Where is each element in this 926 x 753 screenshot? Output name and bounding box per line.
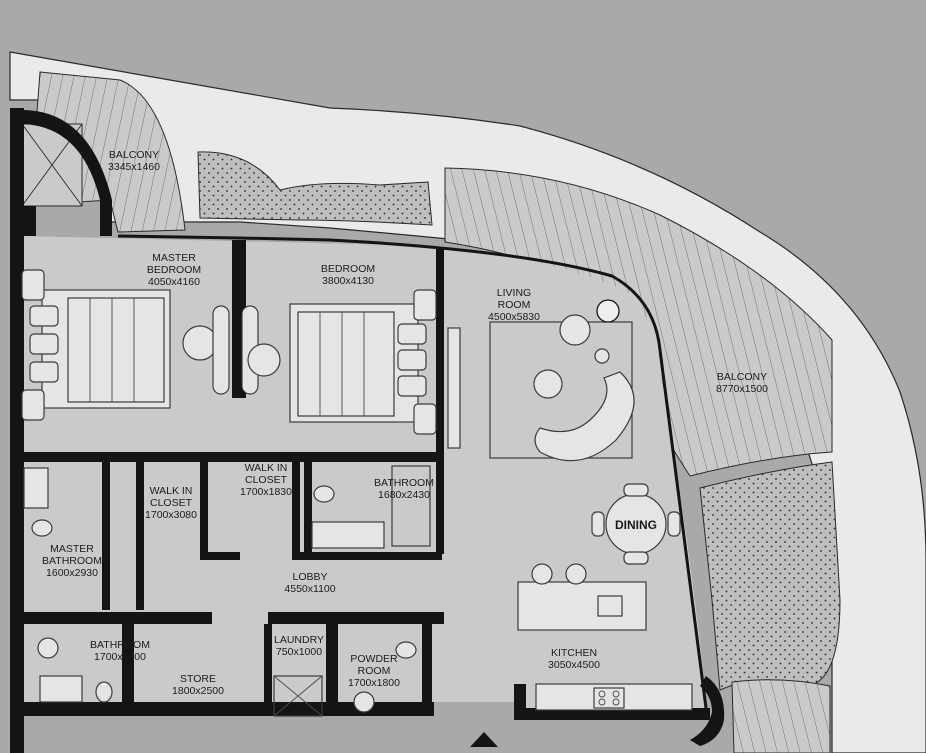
- dining-name: DINING: [615, 518, 657, 532]
- tv-unit: [447, 327, 461, 449]
- kitchen-size: 3050x4500: [548, 659, 600, 671]
- circle-marker-icon: [596, 299, 620, 323]
- walk-in-closet-1-name-1: WALK IN: [150, 485, 193, 497]
- walk-in-closet-1-name-2: CLOSET: [150, 497, 193, 509]
- bath1-toilet: [313, 485, 335, 503]
- store-name: STORE: [180, 673, 216, 685]
- bathroom-2-name: BATHROOM: [90, 639, 150, 651]
- master-bedroom-name-1: MASTER: [152, 252, 196, 264]
- side-table: [594, 348, 610, 364]
- living-armchair-2: [533, 369, 563, 399]
- bar-stool-1: [531, 563, 553, 585]
- lobby-size: 4550x1100: [284, 583, 335, 595]
- laundry-unit: [273, 675, 323, 717]
- powder-room-size: 1700x1800: [348, 677, 400, 689]
- walls: [10, 108, 725, 753]
- dining-chair-2: [623, 551, 649, 565]
- powder-room-name-1: POWDER: [350, 653, 398, 665]
- living-armchair-1: [559, 314, 591, 346]
- laundry-name: LAUNDRY: [274, 634, 324, 646]
- dining-chair-4: [667, 511, 681, 537]
- bedroom-size: 3800x4130: [322, 275, 374, 287]
- powder-basin: [353, 691, 375, 713]
- master-bedroom-name-2: BEDROOM: [147, 264, 201, 276]
- master-armchair: [182, 325, 218, 361]
- powder-room-name-2: ROOM: [358, 665, 391, 677]
- balcony-east-size: 8770x1500: [716, 383, 768, 395]
- balcony-west-size: 3345x1460: [108, 161, 160, 173]
- bathroom-1-name: BATHROOM: [374, 477, 434, 489]
- bar-stool-2: [565, 563, 587, 585]
- bedroom-bed: [289, 289, 437, 435]
- bench: [212, 305, 230, 395]
- master-bathroom-name-2: BATHROOM: [42, 555, 102, 567]
- living-room-size: 4500x5830: [488, 311, 540, 323]
- bathroom-1-size: 1680x2430: [378, 489, 430, 501]
- bath2-cabinet: [39, 675, 83, 703]
- master-bathroom-size: 1600x2930: [46, 567, 98, 579]
- walk-in-closet-2-name-1: WALK IN: [245, 462, 288, 474]
- bathroom-2-size: 1700x1800: [94, 651, 146, 663]
- entrance-arrow-icon: [470, 732, 498, 747]
- store-size: 1800x2500: [172, 685, 224, 697]
- living-room-name-2: ROOM: [498, 299, 531, 311]
- bedroom-name: BEDROOM: [321, 263, 375, 275]
- kitchen-name: KITCHEN: [551, 647, 597, 659]
- island-sink: [597, 595, 623, 617]
- room-labels: BALCONY 3345x1460 MASTER BEDROOM 4050x41…: [42, 149, 768, 697]
- walk-in-closet-2-name-2: CLOSET: [245, 474, 288, 486]
- walk-in-closet-1-size: 1700x3080: [145, 509, 197, 521]
- bath2-toilet: [95, 681, 113, 703]
- bath1-shower: [391, 465, 431, 547]
- living-room-name-1: LIVING: [497, 287, 531, 299]
- balcony-west-name: BALCONY: [109, 149, 159, 161]
- dining-chair-1: [623, 483, 649, 497]
- master-bed: [21, 269, 171, 421]
- stove-icon: [593, 687, 625, 709]
- bath1-vanity: [311, 521, 385, 549]
- bath2-basin: [37, 637, 59, 659]
- balcony-east-name: BALCONY: [717, 371, 767, 383]
- laundry-size: 750x1000: [276, 646, 322, 658]
- dining-chair-3: [591, 511, 605, 537]
- lobby-name: LOBBY: [292, 571, 327, 583]
- master-bathroom-name-1: MASTER: [50, 543, 94, 555]
- planter-west: [197, 151, 433, 226]
- master-bath-vanity: [23, 467, 49, 509]
- planter-east: [699, 461, 841, 691]
- balcony-south-deck: [731, 679, 831, 753]
- bedroom-armchair: [247, 343, 281, 377]
- curved-sofa: [534, 371, 635, 462]
- kitchen-island: [517, 581, 647, 631]
- master-bedroom-size: 4050x4160: [148, 276, 200, 288]
- master-bath-toilet: [31, 519, 53, 537]
- powder-toilet: [395, 641, 417, 659]
- walk-in-closet-2-size: 1700x1830: [240, 486, 292, 498]
